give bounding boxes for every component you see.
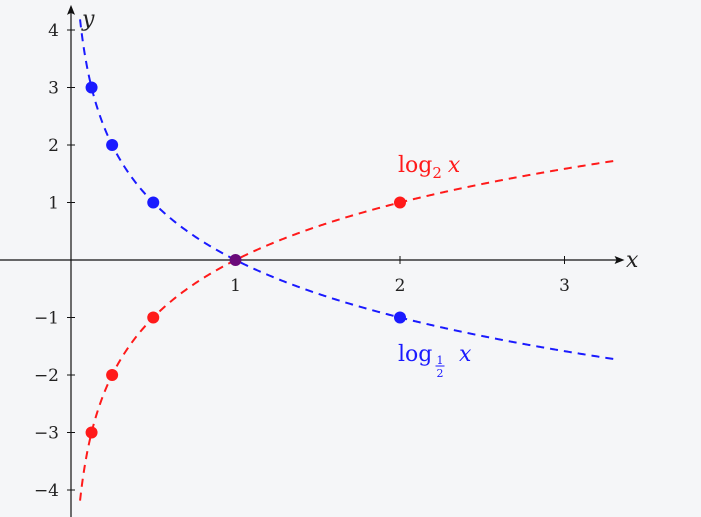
data-point (394, 311, 406, 324)
x-axis-label: x (626, 248, 639, 273)
data-point (147, 196, 160, 209)
x-tick-label: 1 (230, 276, 241, 296)
intersection-point (229, 254, 242, 266)
y-tick-label: −1 (34, 309, 59, 329)
x-axis-arrow (614, 256, 625, 264)
y-tick-label: −2 (34, 366, 59, 386)
y-axis-label: y (81, 7, 95, 32)
curves (79, 19, 614, 501)
log2-label-sub: 2 (432, 164, 442, 182)
y-tick-label: 3 (48, 79, 59, 99)
data-point (85, 426, 98, 439)
data-point (394, 196, 406, 209)
y-tick-label: −4 (34, 481, 59, 501)
data-point (106, 369, 119, 381)
x-tick-label: 2 (395, 276, 406, 296)
loghalf-label-base: log (398, 342, 432, 367)
loghalf-label-sub-num: 1 (437, 354, 444, 367)
log2-label-base: log (398, 153, 432, 178)
y-tick-label: 1 (48, 194, 59, 214)
loghalf-label-sub-den: 2 (437, 367, 444, 380)
data-point (147, 311, 160, 324)
series-curve-log2 (79, 159, 614, 501)
data-points (85, 81, 406, 439)
loghalf-curve-label: log 1 2 x (398, 342, 472, 380)
y-tick-label: 2 (48, 136, 59, 156)
log2-label-var: x (448, 153, 461, 178)
series-curve-loghalf (79, 19, 614, 361)
data-point (106, 139, 119, 151)
loghalf-label-var: x (459, 342, 472, 367)
y-axis-arrow (67, 4, 75, 15)
x-tick-label: 3 (559, 276, 570, 296)
y-tick-label: 4 (48, 21, 59, 41)
y-tick-label: −3 (34, 424, 59, 444)
data-point (85, 81, 98, 94)
